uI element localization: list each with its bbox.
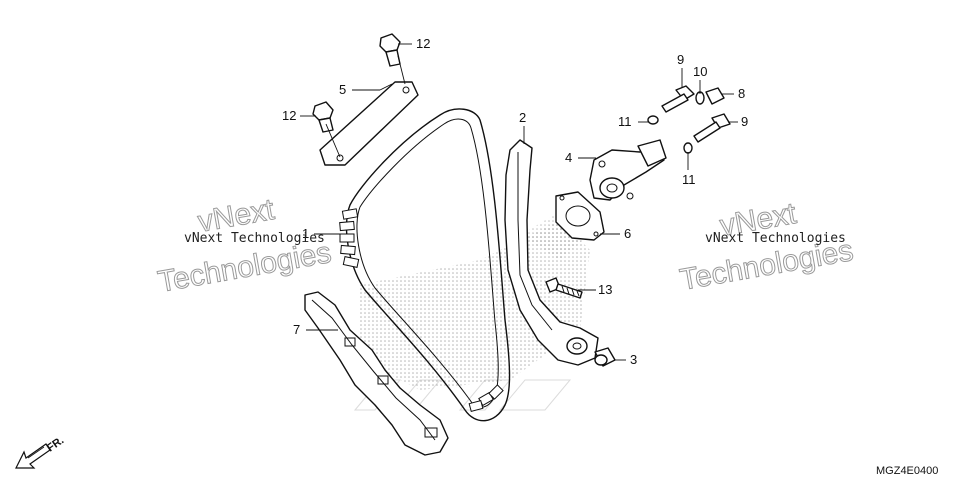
part-2-chain-guide xyxy=(504,139,599,366)
part-4-tensioner-lifter xyxy=(589,139,667,201)
part-7-tensioner-slipper xyxy=(304,291,449,456)
callout-13: 13 xyxy=(598,282,612,297)
front-direction-indicator: FR. xyxy=(15,434,66,469)
part-9-bolt-upper xyxy=(661,85,695,113)
watermark-right-mono: vNext Technologies xyxy=(705,231,846,246)
callout-11-upper: 11 xyxy=(618,114,632,129)
callout-12-lower: 12 xyxy=(282,108,296,123)
part-11-washer-upper xyxy=(647,115,659,125)
callout-6: 6 xyxy=(624,226,631,241)
callout-4: 4 xyxy=(565,150,572,165)
part-12-bolt-lower xyxy=(312,101,334,133)
watermark-right: vNext Technologies vNext Technologies xyxy=(677,196,856,297)
part-3-collar xyxy=(594,347,616,367)
callout-9-lower: 9 xyxy=(741,114,748,129)
part-12-bolt-upper xyxy=(379,33,401,67)
leader-lines xyxy=(300,43,738,361)
part-8-nut xyxy=(705,87,725,105)
callout-7: 7 xyxy=(293,322,300,337)
watermark-left: vNext Technologies vNext Technologies xyxy=(155,192,334,299)
callout-3: 3 xyxy=(630,352,637,367)
callouts: 12 5 12 1 7 2 4 6 13 3 9 10 8 11 9 11 xyxy=(282,36,748,367)
callout-8: 8 xyxy=(738,86,745,101)
callout-2: 2 xyxy=(519,110,526,125)
part-5-plate xyxy=(319,81,419,166)
watermark-left-mono: vNext Technologies xyxy=(184,231,325,246)
callout-11-lower: 11 xyxy=(682,172,696,187)
part-13-bolt xyxy=(545,277,583,299)
callout-10: 10 xyxy=(693,64,707,79)
callout-1: 1 xyxy=(302,226,309,241)
callout-12-upper: 12 xyxy=(416,36,430,51)
front-arrow-icon xyxy=(15,443,51,469)
part-9-bolt-lower xyxy=(693,113,731,143)
part-1-cam-chain xyxy=(339,108,511,422)
diagram-code: MGZ4E0400 xyxy=(876,465,938,477)
callout-9-upper: 9 xyxy=(677,52,684,67)
part-11-washer-lower xyxy=(683,142,693,154)
part-6-gasket xyxy=(555,191,605,241)
callout-5: 5 xyxy=(339,82,346,97)
